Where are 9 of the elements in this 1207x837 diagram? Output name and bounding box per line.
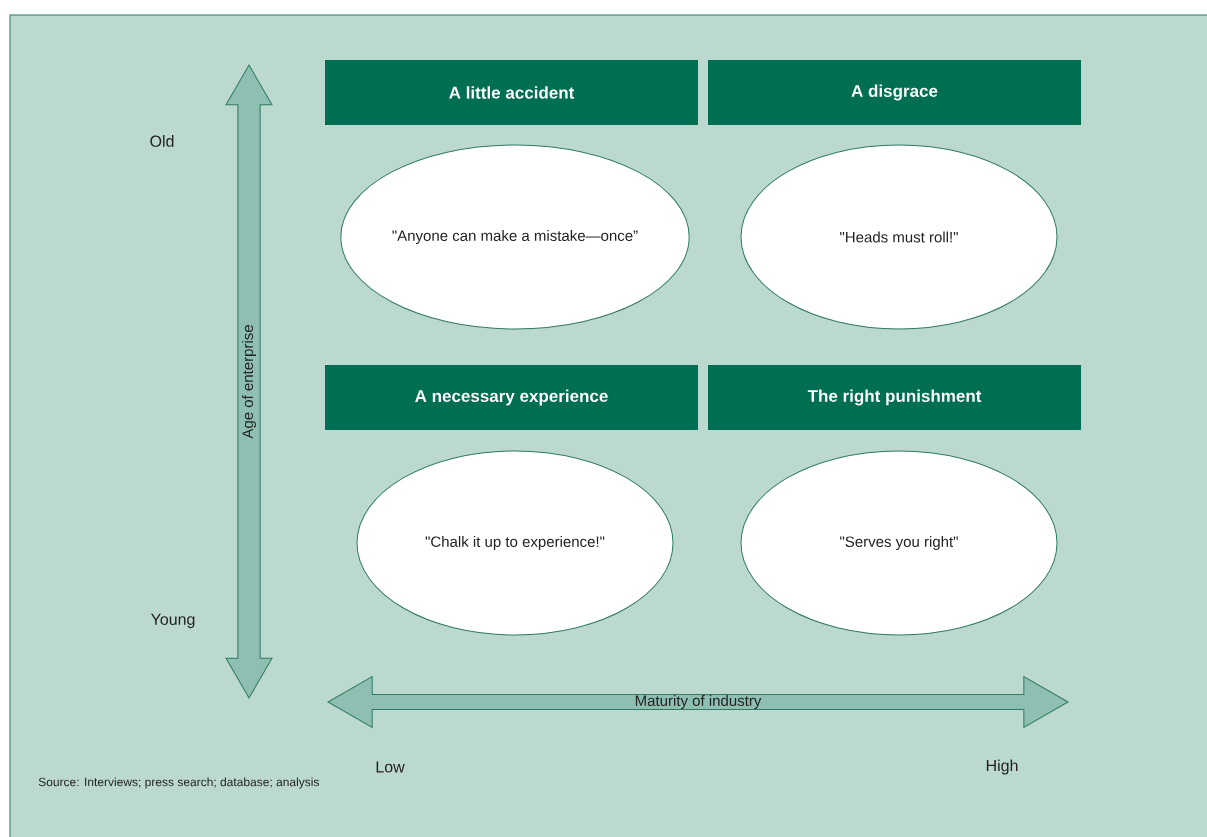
- header-box: A disgrace: [708, 60, 1081, 125]
- header-box: A little accident: [325, 60, 698, 125]
- source-note: Source: Interviews; press search; database; analysis: [38, 777, 319, 789]
- axis-label: Young: [150, 613, 195, 629]
- axis-label: High: [986, 759, 1018, 775]
- axis-label: Old: [150, 135, 174, 147]
- axis-label: Low: [376, 761, 405, 773]
- header-box: The right punishment: [708, 365, 1081, 430]
- header-box: A necessary experience: [325, 365, 698, 430]
